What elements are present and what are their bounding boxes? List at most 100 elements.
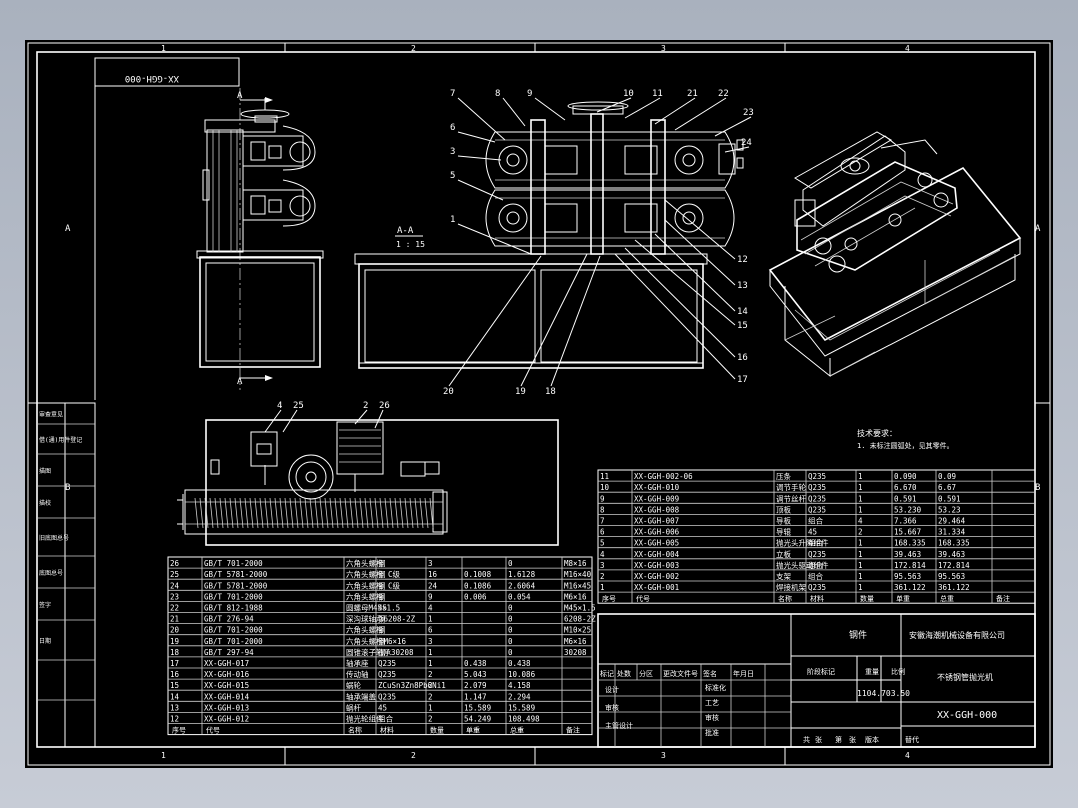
bom-cell: XX-GGH-015: [204, 681, 249, 690]
bom-cell: 抛光头升降组件: [776, 538, 829, 548]
bom-cell: 调节丝杆: [776, 493, 806, 503]
bom-cell: 95.563: [938, 572, 965, 581]
bom-cell: 6208-2Z: [564, 615, 596, 624]
bom-cell: 9: [600, 494, 605, 503]
bom-cell: 22: [170, 604, 179, 613]
bom-cell: GB/T 701-2000: [204, 592, 263, 601]
bom-cell: 六角头螺栓 C级: [346, 569, 401, 579]
rev-header: 标记: [600, 669, 614, 678]
bom-cell: 钢: [378, 558, 386, 568]
front-view: [354, 101, 744, 369]
inner-frame: [36, 51, 1036, 748]
bom-cell: 0.09: [938, 472, 956, 481]
bom-cell: 轴承座: [346, 658, 369, 668]
bom-cell: 六角头螺栓 C级: [346, 580, 401, 590]
bom-cell: 0: [508, 604, 513, 613]
bom-header: 总重: [510, 726, 524, 735]
bom-cell: 19: [170, 637, 179, 646]
role-label: 批准: [705, 728, 719, 737]
bom-cell: 39.463: [938, 550, 965, 559]
balloon-label: 2: [363, 401, 368, 411]
zone-col-1-bottom: 1: [161, 751, 166, 760]
bom-cell: XX-GGH-012: [204, 715, 249, 724]
bom-cell: 9: [428, 592, 433, 601]
bom-cell: 2.6064: [508, 581, 536, 590]
role-label: 设计: [605, 685, 619, 694]
bom-header: 数量: [430, 726, 444, 735]
bom-cell: 54.249: [464, 715, 491, 724]
bom-cell: XX-GGH-017: [204, 659, 249, 668]
bom-cell: 172.814: [938, 561, 970, 570]
bom-cell: 1.6128: [508, 570, 536, 579]
bom-cell: XX-GGH-014: [204, 692, 250, 701]
bom-cell: 2: [428, 670, 433, 679]
bom-cell: 钢: [378, 636, 386, 646]
bom-cell: XX-GGH-006: [634, 528, 680, 537]
bom-cell: 25: [170, 570, 179, 579]
bom-cell: 抛光轮组件: [346, 714, 384, 724]
balloon-label: 13: [737, 281, 748, 291]
bom-cell: 蜗杆: [346, 702, 361, 712]
bom-cell: 蜗轮: [346, 680, 361, 690]
bottom-label: 第: [835, 735, 842, 744]
bom-cell: M10×25: [564, 626, 591, 635]
bom-header: 名称: [348, 726, 362, 735]
bom-cell: 21: [170, 615, 179, 624]
bom-cell: 0: [508, 626, 513, 635]
zone-row-a: A: [65, 224, 71, 234]
bom-cell: 14: [170, 692, 180, 701]
bom-cell: 168.335: [938, 539, 970, 548]
title-block-labels: 标记处数分区更改文件号签名年月日设计审核主管设计标准化工艺审核批准阶段标记重量比…: [600, 667, 919, 744]
bom-cell: XX-GGH-009: [634, 494, 679, 503]
rev-header: 分区: [639, 669, 653, 678]
product-name: 不锈钢管抛光机: [937, 672, 993, 682]
stage-header: 比例: [891, 667, 905, 676]
bom-header: 单重: [896, 594, 910, 603]
balloon-label: 24: [741, 138, 752, 148]
bom-cell: 焊接机架: [776, 582, 806, 592]
bom-cell: Q235: [808, 483, 826, 492]
bom-cell: 2.294: [508, 692, 531, 701]
balloon-label: 21: [687, 89, 698, 99]
bom-cell: 1: [858, 472, 863, 481]
bom-cell: 45: [378, 604, 387, 613]
bom-cell: 23: [170, 592, 179, 601]
balloon-label: 20: [443, 387, 454, 397]
rev-header: 更改文件号: [663, 669, 698, 678]
balloon-label: 19: [515, 387, 526, 397]
bom-cell: 0.1086: [464, 581, 492, 590]
balloon-label: 9: [527, 89, 532, 99]
bom-cell: 29.464: [938, 517, 966, 526]
bom-cell: 0: [508, 615, 513, 624]
bom-header: 序号: [172, 726, 186, 735]
bom-cell: XX-GGH-002: [634, 572, 679, 581]
bom-cell: 1: [858, 539, 863, 548]
scale-text: 1104.703.50: [857, 689, 910, 698]
bom-cell: 17: [170, 659, 179, 668]
bom-cell: 53.23: [938, 505, 961, 514]
bom-cell: 0.591: [894, 494, 917, 503]
role-label: 主管设计: [605, 721, 633, 730]
bom-cell: 18: [170, 648, 180, 657]
code-box: [94, 57, 240, 87]
bom-header: 材料: [380, 726, 394, 735]
bom-cell: Q235: [378, 692, 396, 701]
bom-cell: 2: [858, 528, 863, 537]
role-label: 审核: [605, 703, 619, 712]
isometric-view: [768, 131, 1022, 378]
bom-header: 序号: [602, 594, 616, 603]
bom-cell: 钢: [378, 614, 386, 624]
left-strip-label: 旧底图总号: [39, 534, 69, 542]
bom-cell: 108.498: [508, 715, 540, 724]
